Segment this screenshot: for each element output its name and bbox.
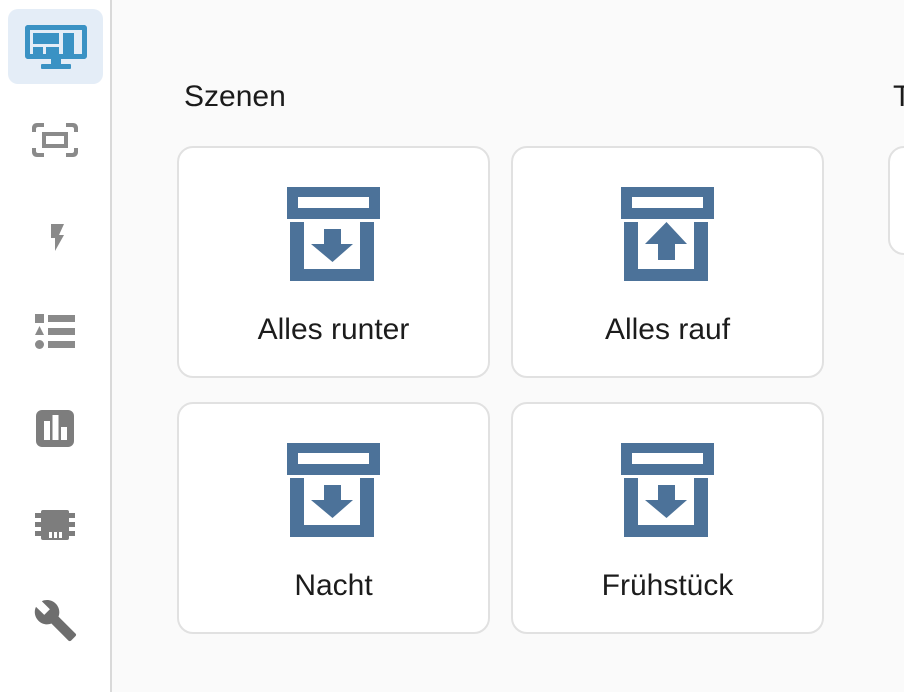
chip-icon <box>35 507 75 543</box>
bar-chart-icon <box>36 410 74 447</box>
section-title-szenen: Szenen <box>184 80 286 113</box>
lightning-bolt-icon <box>43 224 67 258</box>
scene-card-grid: Alles runter Alles rauf Nacht <box>177 146 824 634</box>
sidebar-item-dashboard[interactable] <box>8 9 103 84</box>
scene-card-nacht[interactable]: Nacht <box>177 402 490 634</box>
main-area: Szenen T Alles runter Alles rauf <box>112 0 904 692</box>
archive-arrow-up-icon <box>620 187 715 281</box>
sidebar-item-scan[interactable] <box>0 123 110 157</box>
archive-arrow-down-icon <box>620 443 715 537</box>
sidebar-item-settings[interactable] <box>0 598 110 643</box>
sidebar-item-automation[interactable] <box>0 224 110 258</box>
scene-card-label: Alles rauf <box>604 313 731 346</box>
archive-arrow-down-icon <box>286 443 381 537</box>
archive-arrow-down-icon <box>286 187 381 281</box>
sidebar-item-hardware[interactable] <box>0 507 110 543</box>
scan-frame-icon <box>32 123 78 157</box>
scene-card-alles-rauf[interactable]: Alles rauf <box>511 146 824 378</box>
monitor-dashboard-icon <box>24 24 87 69</box>
wrench-icon <box>33 598 78 643</box>
scene-card-label: Nacht <box>294 569 373 602</box>
scene-card-label: Alles runter <box>257 313 410 346</box>
sidebar-item-charts[interactable] <box>0 410 110 447</box>
scene-card-fruehstueck[interactable]: Frühstück <box>511 402 824 634</box>
clipped-card[interactable] <box>888 146 904 255</box>
sidebar-item-list[interactable] <box>0 314 110 349</box>
scene-card-label: Frühstück <box>601 569 734 602</box>
scene-card-alles-runter[interactable]: Alles runter <box>177 146 490 378</box>
sidebar <box>0 0 112 692</box>
section-title-clipped: T <box>893 80 904 113</box>
bulleted-list-icon <box>35 314 75 349</box>
